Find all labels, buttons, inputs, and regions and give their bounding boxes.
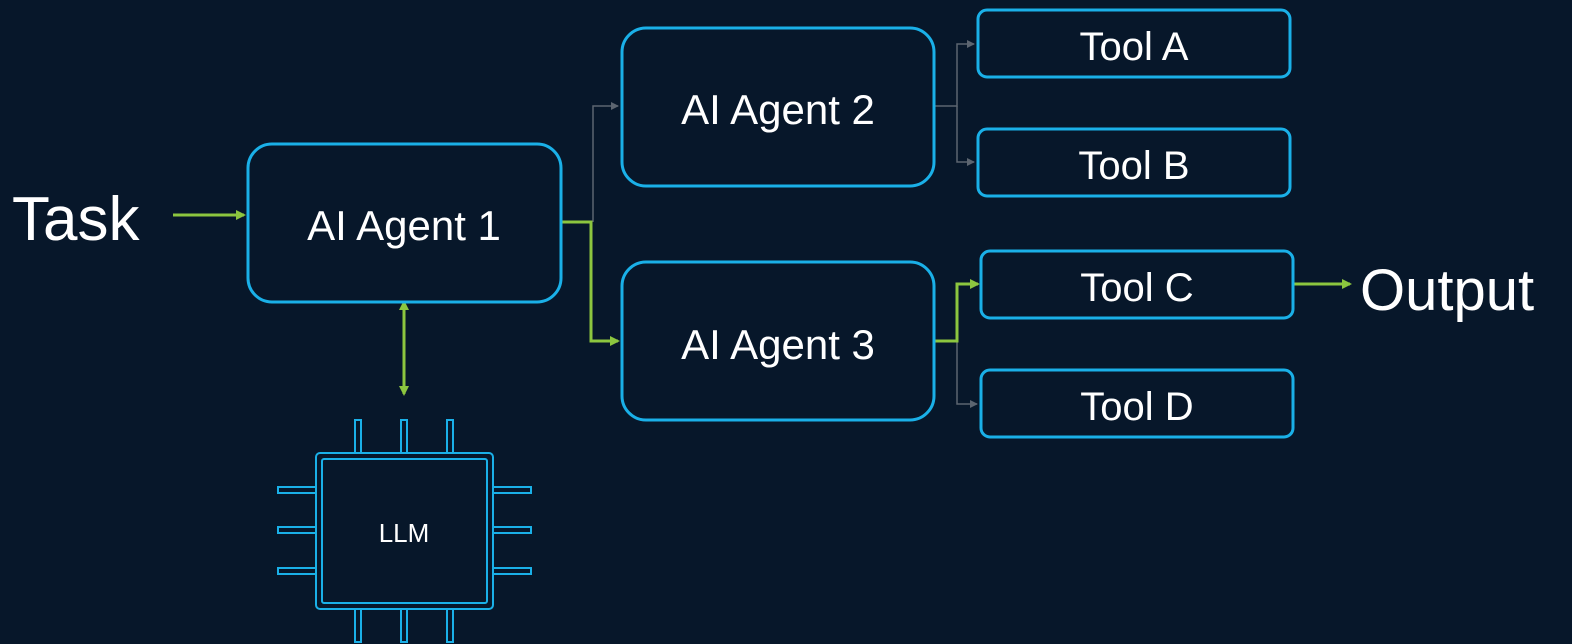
tool-a-box: Tool A [976,8,1292,79]
agent-2-label: AI Agent 2 [681,86,875,133]
llm-label: LLM [379,518,430,548]
task-label: Task [12,185,140,254]
llm-chip-icon [277,419,532,643]
output-label: Output [1360,258,1534,323]
tool-b-label: Tool B [1078,144,1189,188]
flow-agent1-to-agent3 [562,220,620,346]
connector-agent3-to-tool-d [956,341,978,408]
tool-c-label: Tool C [1080,266,1193,310]
tool-b-box: Tool B [976,127,1292,198]
tool-d-label: Tool D [1080,385,1193,429]
agent-3-box: AI Agent 3 [620,260,936,422]
connector-agent2-to-tool-a [935,40,975,107]
tool-c-box: Tool C [979,249,1295,320]
agent-1-box: AI Agent 1 [246,142,563,304]
tool-d-box: Tool D [979,368,1295,439]
agent-3-label: AI Agent 3 [681,321,875,368]
flow-agent3-to-tool-c [935,279,980,343]
tool-a-label: Tool A [1080,25,1189,69]
agent-1-label: AI Agent 1 [307,202,501,249]
connector-agent2-to-tool-b [956,106,975,166]
agent-2-box: AI Agent 2 [620,26,936,188]
connector-agent1-to-agent2 [592,102,619,222]
